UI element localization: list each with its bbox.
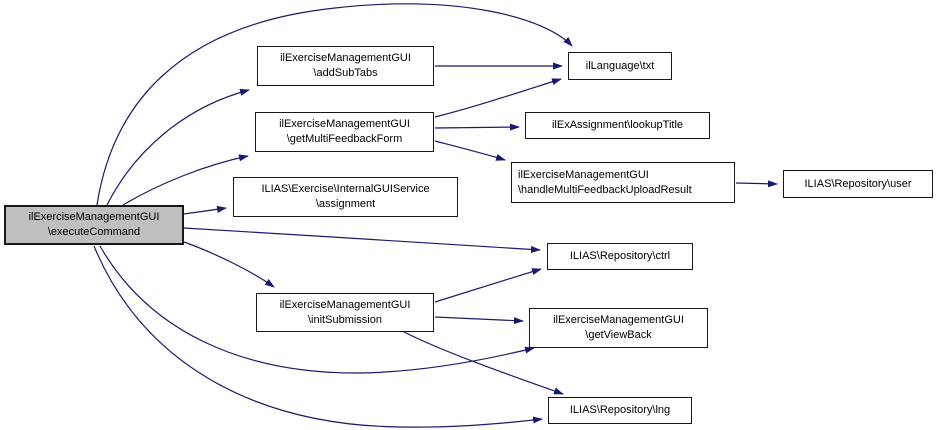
node-get-view-back[interactable]: ilExerciseManagementGUI \getViewBack (529, 308, 708, 348)
node-repository-lng[interactable]: ILIAS\Repository\lng (548, 397, 692, 424)
node-internal-gui-service-assignment[interactable]: ILIAS\Exercise\InternalGUIService \assig… (233, 177, 458, 217)
edge-execute-command-to-repository-lng (93, 245, 543, 428)
node-repository-ctrl[interactable]: ILIAS\Repository\ctrl (547, 243, 693, 270)
node-add-sub-tabs[interactable]: ilExerciseManagementGUI \addSubTabs (257, 46, 434, 86)
edge-init-submission-to-get-view-back (434, 316, 524, 325)
edge-init-submission-to-repository-ctrl (434, 268, 542, 303)
edge-get-multi-feedback-form-to-il-language-txt (434, 78, 562, 118)
node-execute-command: ilExerciseManagementGUI \executeCommand (4, 205, 184, 245)
node-get-multi-feedback-form[interactable]: ilExerciseManagementGUI \getMultiFeedbac… (255, 112, 434, 152)
edge-execute-command-to-get-multi-feedback-form (122, 154, 249, 206)
edge-execute-command-to-get-view-back (99, 245, 535, 374)
node-lookup-title[interactable]: ilExAssignment\lookupTitle (525, 112, 710, 139)
edge-init-submission-to-repository-lng (403, 331, 564, 395)
edge-execute-command-to-repository-ctrl (183, 227, 541, 253)
node-handle-multi-feedback-upload-result[interactable]: ilExerciseManagementGUI \handleMultiFeed… (511, 162, 735, 203)
edge-get-multi-feedback-form-to-lookup-title (434, 123, 520, 131)
edge-handle-multi-feedback-upload-result-to-repository-user (735, 180, 778, 188)
edge-execute-command-to-internal-gui-service-assignment (183, 205, 227, 215)
edge-execute-command-to-init-submission (183, 241, 275, 288)
edge-get-multi-feedback-form-to-handle-multi-feedback-upload-result (434, 140, 506, 161)
node-repository-user[interactable]: ILIAS\Repository\user (783, 170, 933, 198)
node-il-language-txt[interactable]: ilLanguage\txt (568, 52, 672, 80)
node-init-submission[interactable]: ilExerciseManagementGUI \initSubmission (256, 293, 434, 332)
edge-execute-command-to-il-language-txt (96, 3, 573, 206)
edge-execute-command-to-add-sub-tabs (106, 88, 250, 206)
